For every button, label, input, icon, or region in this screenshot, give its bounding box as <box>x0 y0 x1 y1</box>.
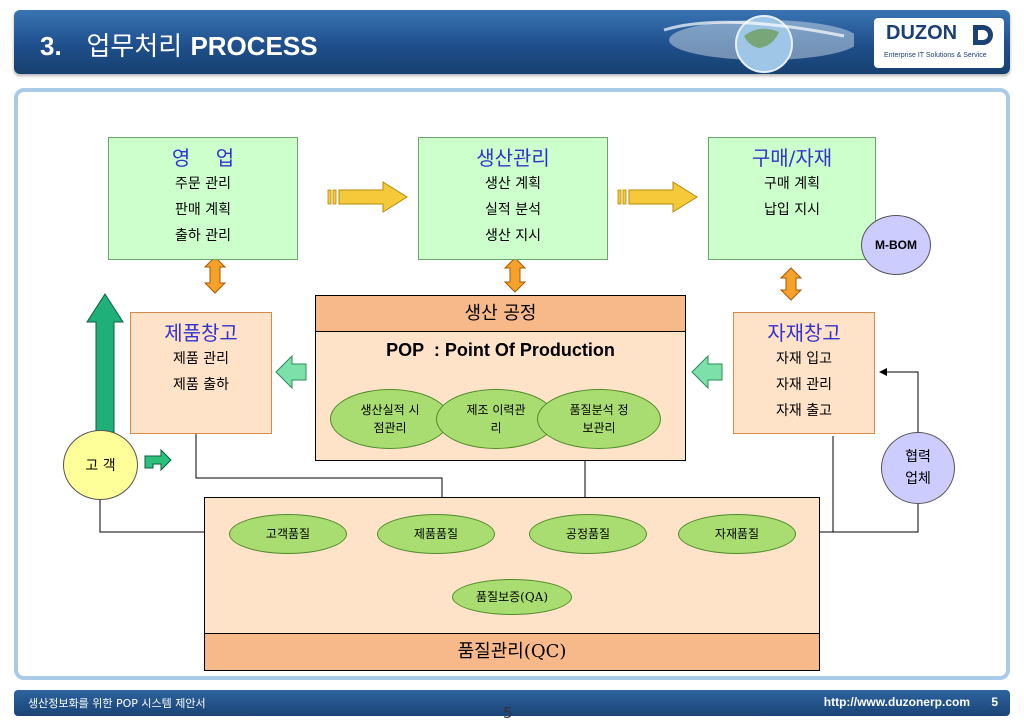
double-arrow-production-process <box>503 257 527 293</box>
double-arrow-purchasing-warehouse <box>779 267 803 301</box>
material-warehouse-title: 자재창고 <box>767 321 841 345</box>
production-mgmt-item: 생산 계획 <box>485 176 541 192</box>
material-warehouse-item: 자재 출고 <box>776 403 832 419</box>
duzon-logo: DUZON Enterprise IT Solutions & Service <box>874 18 1004 68</box>
bent-arrow-customer <box>144 448 172 472</box>
material-warehouse-item: 자재 입고 <box>776 351 832 367</box>
partner-circle: 협력 업체 <box>881 432 955 504</box>
process-title: 생산 공정 <box>316 296 685 332</box>
product-warehouse-title: 제품창고 <box>164 321 238 345</box>
sales-item: 출하 관리 <box>175 228 231 244</box>
purchasing-item: 구매 계획 <box>764 176 820 192</box>
process-ellipse: 품질분석 정보관리 <box>537 389 661 449</box>
left-arrow-material-to-process <box>691 354 723 390</box>
header-bar: 3. 업무처리 PROCESS DUZON Enterprise IT Solu… <box>14 10 1010 74</box>
production-mgmt-box: 생산관리 생산 계획 실적 분석 생산 지시 <box>418 137 608 260</box>
product-warehouse-item: 제품 출하 <box>173 377 229 393</box>
flow-arrow-sales-to-production <box>327 181 408 213</box>
mbom-circle: M-BOM <box>861 215 931 275</box>
product-warehouse-box: 제품창고 제품 관리 제품 출하 <box>130 312 272 434</box>
footer-bar: 생산정보화를 위한 POP 시스템 제안서 http://www.duzoner… <box>14 690 1010 716</box>
purchasing-box: 구매/자재 구매 계획 납입 지시 <box>708 137 876 260</box>
sales-item: 주문 관리 <box>175 176 231 192</box>
sales-title: 영 업 <box>171 146 235 170</box>
pop-label: POP : Point Of Production <box>386 340 615 360</box>
page-number: 5 <box>503 704 513 722</box>
logo-d-icon <box>973 25 993 45</box>
process-ellipse: 생산실적 시점관리 <box>330 389 450 449</box>
sales-item: 판매 계획 <box>175 202 231 218</box>
page-title: 3. 업무처리 PROCESS <box>40 31 318 62</box>
process-ellipse: 제조 이력관리 <box>436 389 556 449</box>
qc-process-quality: 공정품질 <box>529 514 647 554</box>
production-mgmt-title: 생산관리 <box>476 146 550 170</box>
footer-url[interactable]: http://www.duzonerp.com <box>823 695 970 709</box>
product-warehouse-item: 제품 관리 <box>173 351 229 367</box>
flow-arrow-production-to-purchasing <box>617 181 698 213</box>
footer-page: 5 <box>991 695 998 709</box>
sales-box: 영 업 주문 관리 판매 계획 출하 관리 <box>108 137 298 260</box>
qc-material-quality: 자재품질 <box>678 514 796 554</box>
purchasing-item: 납입 지시 <box>764 202 820 218</box>
left-arrow-process-to-product <box>275 354 307 390</box>
qc-product-quality: 제품품질 <box>377 514 495 554</box>
production-mgmt-item: 실적 분석 <box>485 202 541 218</box>
purchasing-title: 구매/자재 <box>751 146 833 170</box>
production-mgmt-item: 생산 지시 <box>485 228 541 244</box>
green-up-arrow <box>86 293 124 433</box>
globe-graphic <box>663 15 854 73</box>
footer-title: 생산정보화를 위한 POP 시스템 제안서 <box>28 697 206 710</box>
qc-title: 품질관리(QC) <box>205 633 819 670</box>
qa-ellipse: 품질보증(QA) <box>452 579 572 615</box>
material-warehouse-item: 자재 관리 <box>776 377 832 393</box>
material-warehouse-box: 자재창고 자재 입고 자재 관리 자재 출고 <box>733 312 875 434</box>
qc-customer-quality: 고객품질 <box>229 514 347 554</box>
double-arrow-sales-warehouse <box>203 256 227 294</box>
customer-circle: 고 객 <box>63 430 138 500</box>
